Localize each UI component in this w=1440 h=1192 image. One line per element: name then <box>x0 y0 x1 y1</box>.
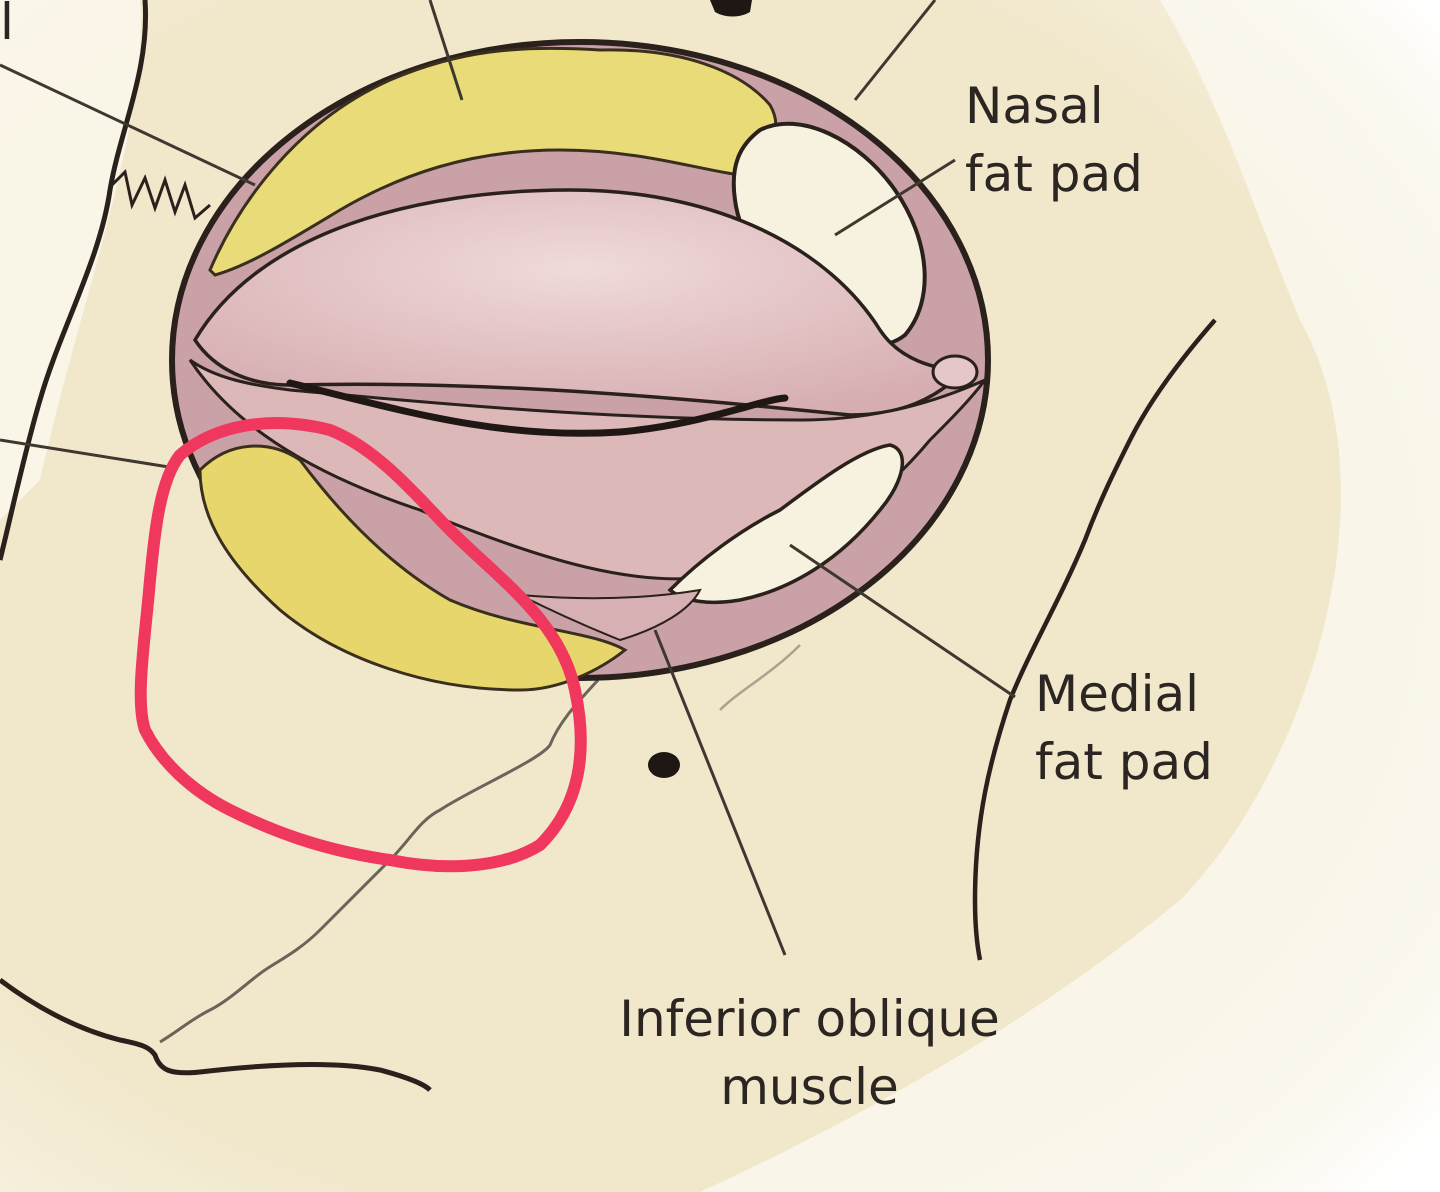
label-medial-line2: fat pad <box>1035 733 1213 791</box>
zygomatic-suture <box>159 678 600 1044</box>
label-medial-fat-pad: Medial fat pad <box>1035 660 1213 796</box>
infraorbital-foramen <box>648 752 680 778</box>
cheek-contour <box>0 977 432 1092</box>
label-text: l <box>0 0 14 51</box>
label-nasal-line2: fat pad <box>965 145 1143 203</box>
leader-inferior-oblique <box>653 629 787 956</box>
nasal-contour <box>972 318 1217 961</box>
inferior-oblique-band <box>519 588 702 642</box>
leader-left-mid <box>0 438 176 470</box>
label-nasal-line1: Nasal <box>965 77 1104 135</box>
leader-top-center <box>428 0 464 101</box>
supraorbital-notch <box>710 0 752 17</box>
leader-top-right <box>853 0 937 101</box>
leader-medial-fat-pad <box>789 543 1016 699</box>
leader-nasal-fat-pad <box>834 158 956 237</box>
label-medial-line1: Medial <box>1035 665 1200 723</box>
label-inferior-line2: muscle <box>720 1058 899 1116</box>
label-nasal-fat-pad: Nasal fat pad <box>965 72 1143 208</box>
label-inferior-oblique-muscle: Inferior oblique muscle <box>612 985 1007 1121</box>
leader-top-left <box>0 63 256 187</box>
palpebral-fissure <box>286 379 789 437</box>
face-contour-left <box>0 0 149 561</box>
caruncle <box>931 354 979 390</box>
label-inferior-line1: Inferior oblique <box>619 990 1000 1048</box>
lower-yellow-fat <box>198 444 628 692</box>
label-top-left-partial: l <box>0 0 14 56</box>
red-annotation-circle <box>134 417 587 873</box>
medial-white-fat <box>667 443 905 605</box>
